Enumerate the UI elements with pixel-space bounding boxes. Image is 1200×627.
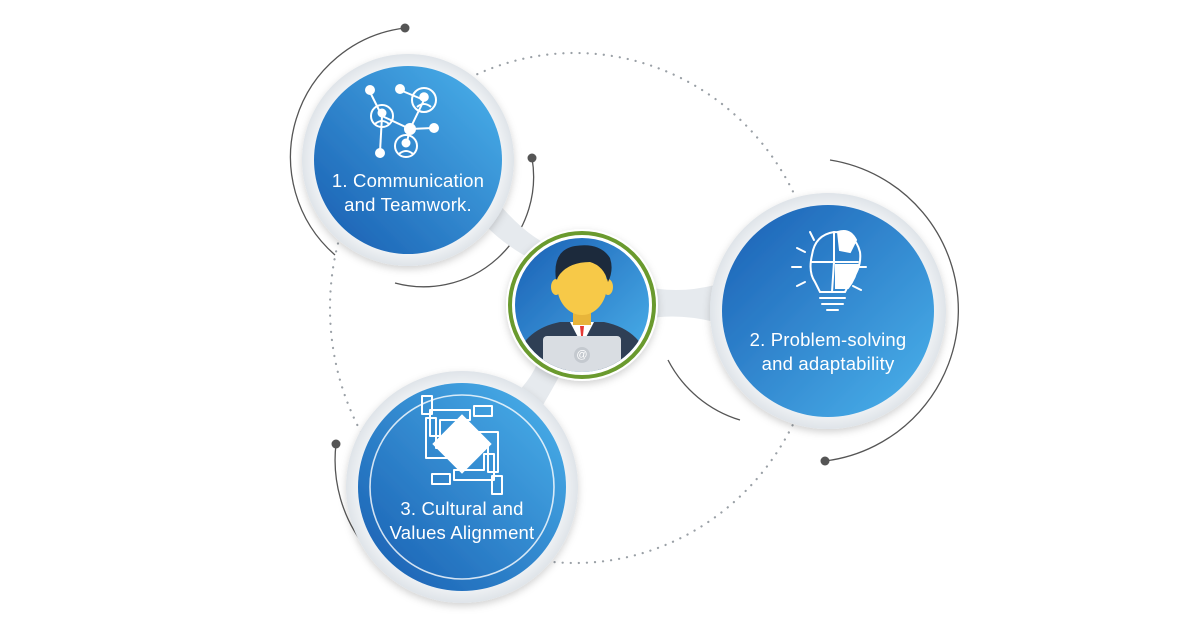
arc-dot-1b [527,153,537,163]
laptop-logo: @ [574,347,590,363]
arc-dot-1a [400,23,410,33]
connector-2 [640,285,715,322]
arc-node-2-inner [667,359,741,421]
arc-dot-3 [331,439,341,449]
label-line-1: 2. Problem-solving [749,329,907,350]
node-label-problem-solving: 2. Problem-solving and adaptability [728,328,928,376]
node-label-communication: 1. Communication and Teamwork. [308,169,508,217]
node-communication [302,54,514,266]
arc-node-1 [289,27,406,256]
node-cultural [346,371,578,603]
lightbulb-puzzle-icon [791,230,867,311]
label-line-2: and adaptability [761,353,895,374]
joined-hands-icon [421,395,503,495]
arc-node-1-inner [394,157,535,288]
arc-dot-2 [820,456,830,466]
label-line-1: 3. Cultural and [400,498,524,519]
label-line-2: and Teamwork. [344,194,472,215]
node-label-cultural: 3. Cultural and Values Alignment [362,497,562,545]
network-people-icon [365,84,439,158]
label-line-2: Values Alignment [389,522,535,543]
arc-node-2 [824,159,959,462]
label-line-1: 1. Communication [331,170,485,191]
